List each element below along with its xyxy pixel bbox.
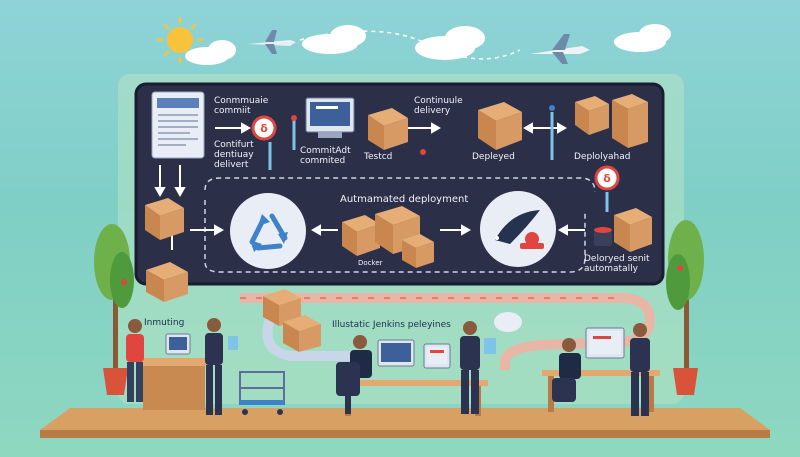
delivery-label: Continuule delivery	[414, 96, 463, 116]
person-icon	[460, 321, 496, 414]
deployed-auto-label: Deloryed senit automatally	[584, 254, 650, 274]
status-badge-icon: δ	[594, 165, 620, 191]
tree-icon	[94, 224, 134, 395]
box-icon	[594, 208, 652, 252]
airplane-icon	[530, 34, 590, 64]
box-icon	[145, 198, 188, 302]
monitor-icon	[305, 97, 355, 138]
box-icon	[368, 108, 408, 150]
whale-icon	[480, 191, 556, 267]
box-icon	[478, 102, 522, 150]
person-icon	[552, 338, 581, 402]
tree-icon	[666, 220, 704, 395]
box-icon	[263, 289, 321, 352]
deployed-label: Depleyed	[472, 152, 515, 162]
sun-icon	[156, 16, 204, 64]
cloud-icon	[185, 24, 671, 65]
svg-text:δ: δ	[603, 172, 611, 185]
commit-delivery-label: Contifurt dentiuay delivert	[214, 140, 254, 170]
person-icon	[205, 318, 238, 415]
person-icon	[630, 323, 650, 416]
recycle-icon	[230, 193, 306, 269]
airplane-icon	[248, 30, 296, 54]
person-icon	[126, 319, 144, 402]
commit-label: Conmmuaie commiit	[214, 96, 269, 116]
box-icon	[342, 206, 434, 268]
status-badge-icon: δ	[251, 115, 277, 141]
bottom-left-label: Inmuting	[144, 318, 185, 328]
person-icon	[336, 335, 372, 414]
bottom-center-label: Illustatic Jenkins peleyines	[332, 320, 451, 330]
deployshed-label: Deplolyahad	[574, 152, 631, 162]
docker-label: Docker	[358, 259, 383, 267]
auto-deploy-title: Autmamated deployment	[340, 194, 469, 205]
committed-label: CommitAdt commited	[300, 146, 351, 166]
box-icon	[575, 94, 648, 148]
tested-label: Testcd	[364, 152, 393, 162]
document-icon	[151, 91, 205, 159]
svg-text:δ: δ	[260, 122, 268, 135]
